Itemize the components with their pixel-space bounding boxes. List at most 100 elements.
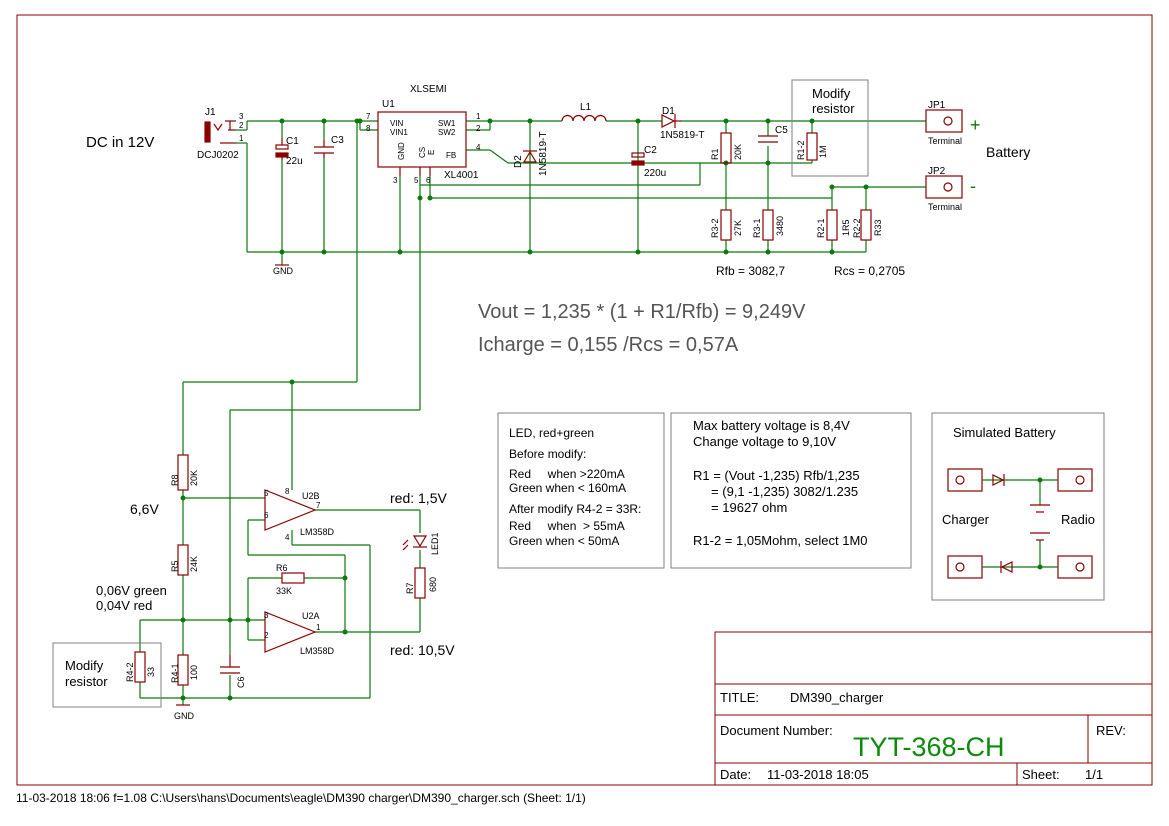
r4-2-resistor — [134, 651, 146, 683]
rcs-value: Rcs = 0,2705 — [834, 264, 905, 278]
u2a-pin1: 1 — [316, 623, 321, 632]
c6-label: C6 — [236, 676, 246, 688]
jp1-terminal — [925, 109, 963, 133]
u1-pin2: 2 — [476, 124, 481, 133]
r3-1-label: R3-1 — [752, 218, 762, 238]
simulated-battery-title: Simulated Battery — [953, 425, 1056, 440]
led1-label: LED1 — [430, 532, 440, 555]
c2-capacitor — [631, 152, 645, 166]
led-note-line: LED, red+green — [509, 426, 594, 440]
r8-label: R8 — [170, 474, 180, 486]
r1-resistor — [720, 132, 732, 164]
modify-resistor-top-line2: resistor — [812, 101, 855, 116]
date-value: 11-03-2018 18:05 — [767, 767, 869, 782]
c1-label: C1 — [286, 136, 299, 147]
led-note-box — [497, 412, 665, 569]
modify-resistor-box-top — [791, 79, 869, 177]
d1-diode — [661, 114, 682, 128]
r1-2-value: 1M — [818, 145, 828, 158]
voltage-6v6: 6,6V — [130, 501, 159, 517]
j1-pin3: 3 — [239, 112, 244, 121]
r4-2-label: R4-2 — [125, 662, 135, 682]
led-note-line: Green when < 50mA — [509, 534, 619, 548]
u1-sw1: SW1 — [438, 119, 456, 128]
d2-diode — [522, 150, 538, 163]
d2-label: D2 — [513, 155, 524, 168]
u1-chip — [377, 111, 467, 168]
jp1-value: Terminal — [928, 136, 962, 146]
title-label: TITLE: — [720, 690, 759, 705]
led-note-line: After modify R4-2 = 33R: — [509, 502, 641, 516]
r1-label: R1 — [710, 148, 720, 160]
calc-note-line: R1-2 = 1,05Mohm, select 1M0 — [693, 533, 868, 548]
simulated-battery-drawing — [947, 468, 1093, 579]
sheet-value: 1/1 — [1085, 767, 1103, 782]
u1-fb: FB — [446, 151, 456, 160]
opamp-wires — [139, 490, 421, 705]
u1-pin8: 8 — [366, 124, 371, 133]
j1-connector — [204, 120, 236, 144]
l1-inductor — [561, 114, 607, 122]
r3-2-label: R3-2 — [710, 218, 720, 238]
u2b-pin5: 5 — [264, 489, 269, 498]
c2-value: 220u — [644, 168, 666, 179]
u1-sw2: SW2 — [438, 128, 456, 137]
u1-pin5: 5 — [414, 176, 419, 185]
r2-2-resistor — [860, 209, 872, 241]
battery-label: Battery — [986, 144, 1030, 160]
doc-number-value: TYT-368-CH — [853, 732, 1005, 762]
r2-1-value: 1R5 — [841, 219, 851, 236]
u1-pin3: 3 — [393, 176, 398, 185]
r2-2-label: R2-2 — [852, 218, 862, 238]
r2-1-label: R2-1 — [816, 218, 826, 238]
sheet-frame — [16, 14, 1153, 786]
u1-pin7: 7 — [366, 112, 371, 121]
u2b-pin4: 4 — [285, 533, 290, 542]
red-10-5v: red: 10,5V — [390, 642, 455, 658]
r4-1-label: R4-1 — [170, 663, 180, 683]
calc-note-line: = (9,1 -1,235) 3082/1.235 — [693, 484, 858, 499]
voltage-red: 0,04V red — [96, 598, 152, 613]
title-value: DM390_charger — [790, 690, 884, 705]
u2a-value: LM358D — [300, 646, 335, 656]
power-wires — [182, 120, 926, 655]
r5-label: R5 — [170, 560, 180, 572]
led-note-line: Red when >220mA — [509, 467, 625, 481]
jp2-terminal — [925, 175, 963, 199]
junction-dots — [279, 118, 869, 385]
led-note-line: Green when < 160mA — [509, 481, 626, 495]
voltage-green: 0,06V green — [96, 583, 167, 598]
rev-label: REV: — [1096, 723, 1126, 738]
led-note-line: Before modify: — [509, 447, 586, 461]
u2b-opamp — [264, 489, 317, 531]
simulated-battery-box — [931, 412, 1105, 601]
c1-value: 22u — [286, 156, 303, 167]
red-1-5v: red: 1,5V — [390, 490, 447, 506]
j1-pin2: 2 — [239, 121, 244, 130]
d2-value: 1N5819-T — [538, 132, 549, 176]
r4-2-value: 33 — [146, 667, 156, 677]
r7-label: R7 — [405, 582, 415, 594]
r5-resistor — [177, 544, 189, 576]
vout-formula: Vout = 1,235 * (1 + R1/Rfb) = 9,249V — [478, 301, 806, 323]
u1-label: U1 — [382, 99, 395, 110]
title-block — [714, 631, 1153, 786]
r6-resistor — [281, 572, 305, 584]
u2b-pin8: 8 — [285, 487, 290, 496]
modify-resistor-bottom-line1: Modify — [65, 658, 104, 673]
u2a-pin2: 2 — [264, 631, 269, 640]
u1-pin6: 6 — [426, 176, 431, 185]
u1-pins — [399, 167, 431, 176]
j1-pin1: 1 — [239, 134, 244, 143]
opamp-junction-dots — [180, 495, 348, 701]
u1-e: E — [427, 150, 436, 155]
minus-sign: - — [970, 176, 976, 196]
u2b-label: U2B — [302, 491, 320, 501]
r3-1-resistor — [762, 209, 774, 241]
r2-2-value: R33 — [873, 219, 883, 236]
r7-value: 680 — [428, 577, 438, 592]
calc-note-line: Max battery voltage is 8,4V — [693, 418, 850, 433]
u2a-opamp — [264, 611, 317, 653]
r4-1-resistor — [177, 654, 189, 686]
